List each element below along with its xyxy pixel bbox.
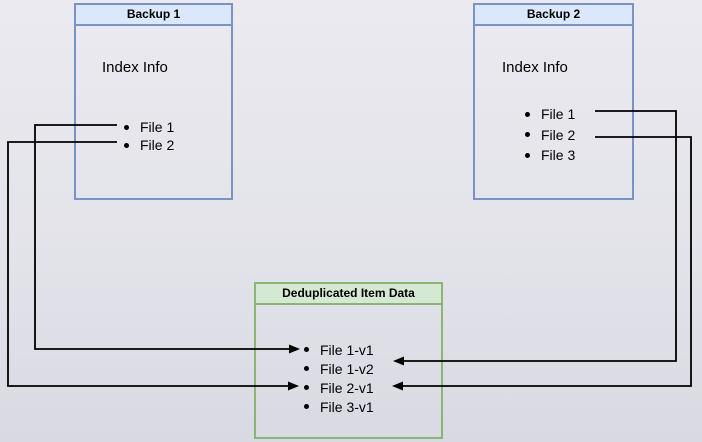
dedup-file-2-v1-label: File 2-v1 <box>320 379 374 396</box>
backup2-index-info-label: Index Info <box>502 59 568 76</box>
dedup-file-2-v1: File 2-v1 <box>304 378 374 397</box>
backup2-file-2: File 2 <box>525 125 575 146</box>
backup1-file-1: File 1 <box>124 118 174 136</box>
backup1-file-list: File 1 File 2 <box>124 118 174 154</box>
bullet-dot <box>304 366 309 371</box>
deduplicated-item-data-title: Deduplicated Item Data <box>256 284 441 305</box>
dedup-file-1-v1: File 1-v1 <box>304 340 374 359</box>
bullet-dot <box>525 152 530 158</box>
bullet-dot <box>124 142 129 148</box>
backup2-file-3: File 3 <box>525 145 575 166</box>
dedup-file-1-v2-label: File 1-v2 <box>320 360 374 377</box>
backup2-file-1: File 1 <box>525 104 575 125</box>
bullet-dot <box>124 124 129 130</box>
backup1-file-1-label: File 1 <box>140 119 175 135</box>
bullet-dot <box>525 111 530 117</box>
dedup-file-1-v2: File 1-v2 <box>304 359 374 378</box>
backup2-file-3-label: File 3 <box>541 147 576 164</box>
backup1-title: Backup 1 <box>76 5 231 26</box>
bullet-dot <box>304 385 309 390</box>
backup1-file-2-label: File 2 <box>140 137 175 153</box>
dedup-file-1-v1-label: File 1-v1 <box>320 341 374 358</box>
deduplicated-item-data-box: Deduplicated Item Data File 1-v1 File 1-… <box>254 282 443 439</box>
backup2-file-2-label: File 2 <box>541 126 576 143</box>
backup1-box: Backup 1 Index Info File 1 File 2 <box>74 3 233 200</box>
backup2-title: Backup 2 <box>475 5 632 26</box>
bullet-dot <box>525 132 530 138</box>
dedup-item-list: File 1-v1 File 1-v2 File 2-v1 File 3-v1 <box>304 340 374 416</box>
dedup-file-3-v1-label: File 3-v1 <box>320 398 374 415</box>
backup2-box: Backup 2 Index Info File 1 File 2 File 3 <box>473 3 634 200</box>
dedup-file-3-v1: File 3-v1 <box>304 397 374 416</box>
backup2-file-1-label: File 1 <box>541 106 576 123</box>
bullet-dot <box>304 347 309 352</box>
bullet-dot <box>304 404 309 409</box>
backup2-file-list: File 1 File 2 File 3 <box>525 104 575 166</box>
backup1-file-2: File 2 <box>124 136 174 154</box>
backup1-index-info-label: Index Info <box>102 59 168 76</box>
